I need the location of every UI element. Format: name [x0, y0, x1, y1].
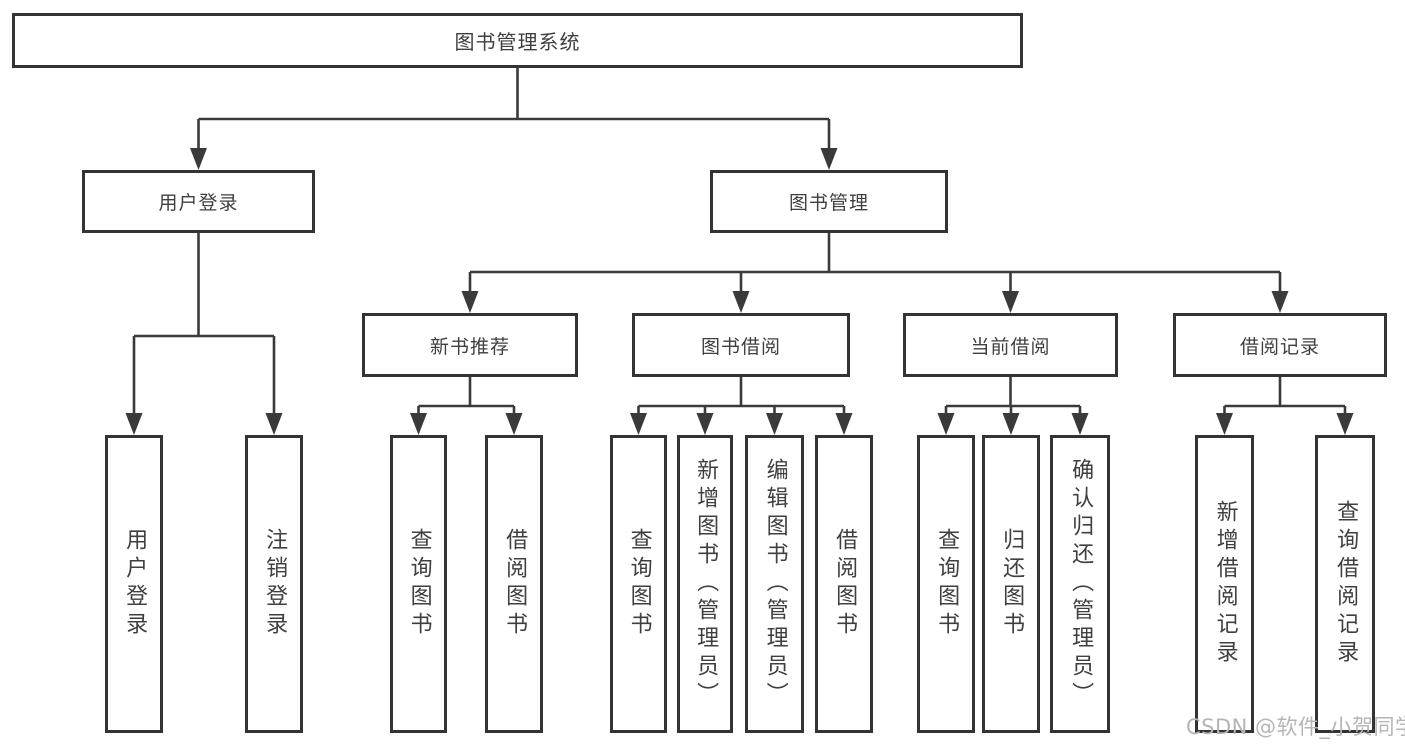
- node-root: 图书管理系统: [12, 13, 1023, 68]
- node-add-books-admin: 新增图书（管理员）: [677, 435, 733, 733]
- node-add-borrow-record: 新增借阅记录: [1195, 435, 1254, 733]
- node-borrow-books-recommend: 借阅图书: [485, 435, 543, 733]
- node-book-management: 图书管理: [710, 170, 948, 233]
- node-edit-books-admin: 编辑图书（管理员）: [745, 435, 804, 733]
- node-query-borrow-record: 查询借阅记录: [1315, 435, 1375, 733]
- node-confirm-return-admin: 确认归还（管理员）: [1050, 435, 1110, 733]
- node-query-books-current: 查询图书: [917, 435, 975, 733]
- node-return-books: 归还图书: [982, 435, 1040, 733]
- node-borrowing-records: 借阅记录: [1173, 313, 1387, 377]
- node-current-borrowing: 当前借阅: [903, 313, 1118, 377]
- watermark: CSDN @软件_小贺同学: [1186, 715, 1405, 739]
- node-borrow-books-borrowing: 借阅图书: [815, 435, 873, 733]
- node-user-login-branch: 用户登录: [82, 170, 315, 233]
- node-book-borrowing: 图书借阅: [632, 313, 850, 377]
- node-query-books-recommend: 查询图书: [390, 435, 447, 733]
- node-user-login-leaf: 用户登录: [105, 435, 163, 733]
- node-new-book-recommend: 新书推荐: [362, 313, 578, 377]
- node-query-books-borrowing: 查询图书: [610, 435, 667, 733]
- node-logout: 注销登录: [245, 435, 303, 733]
